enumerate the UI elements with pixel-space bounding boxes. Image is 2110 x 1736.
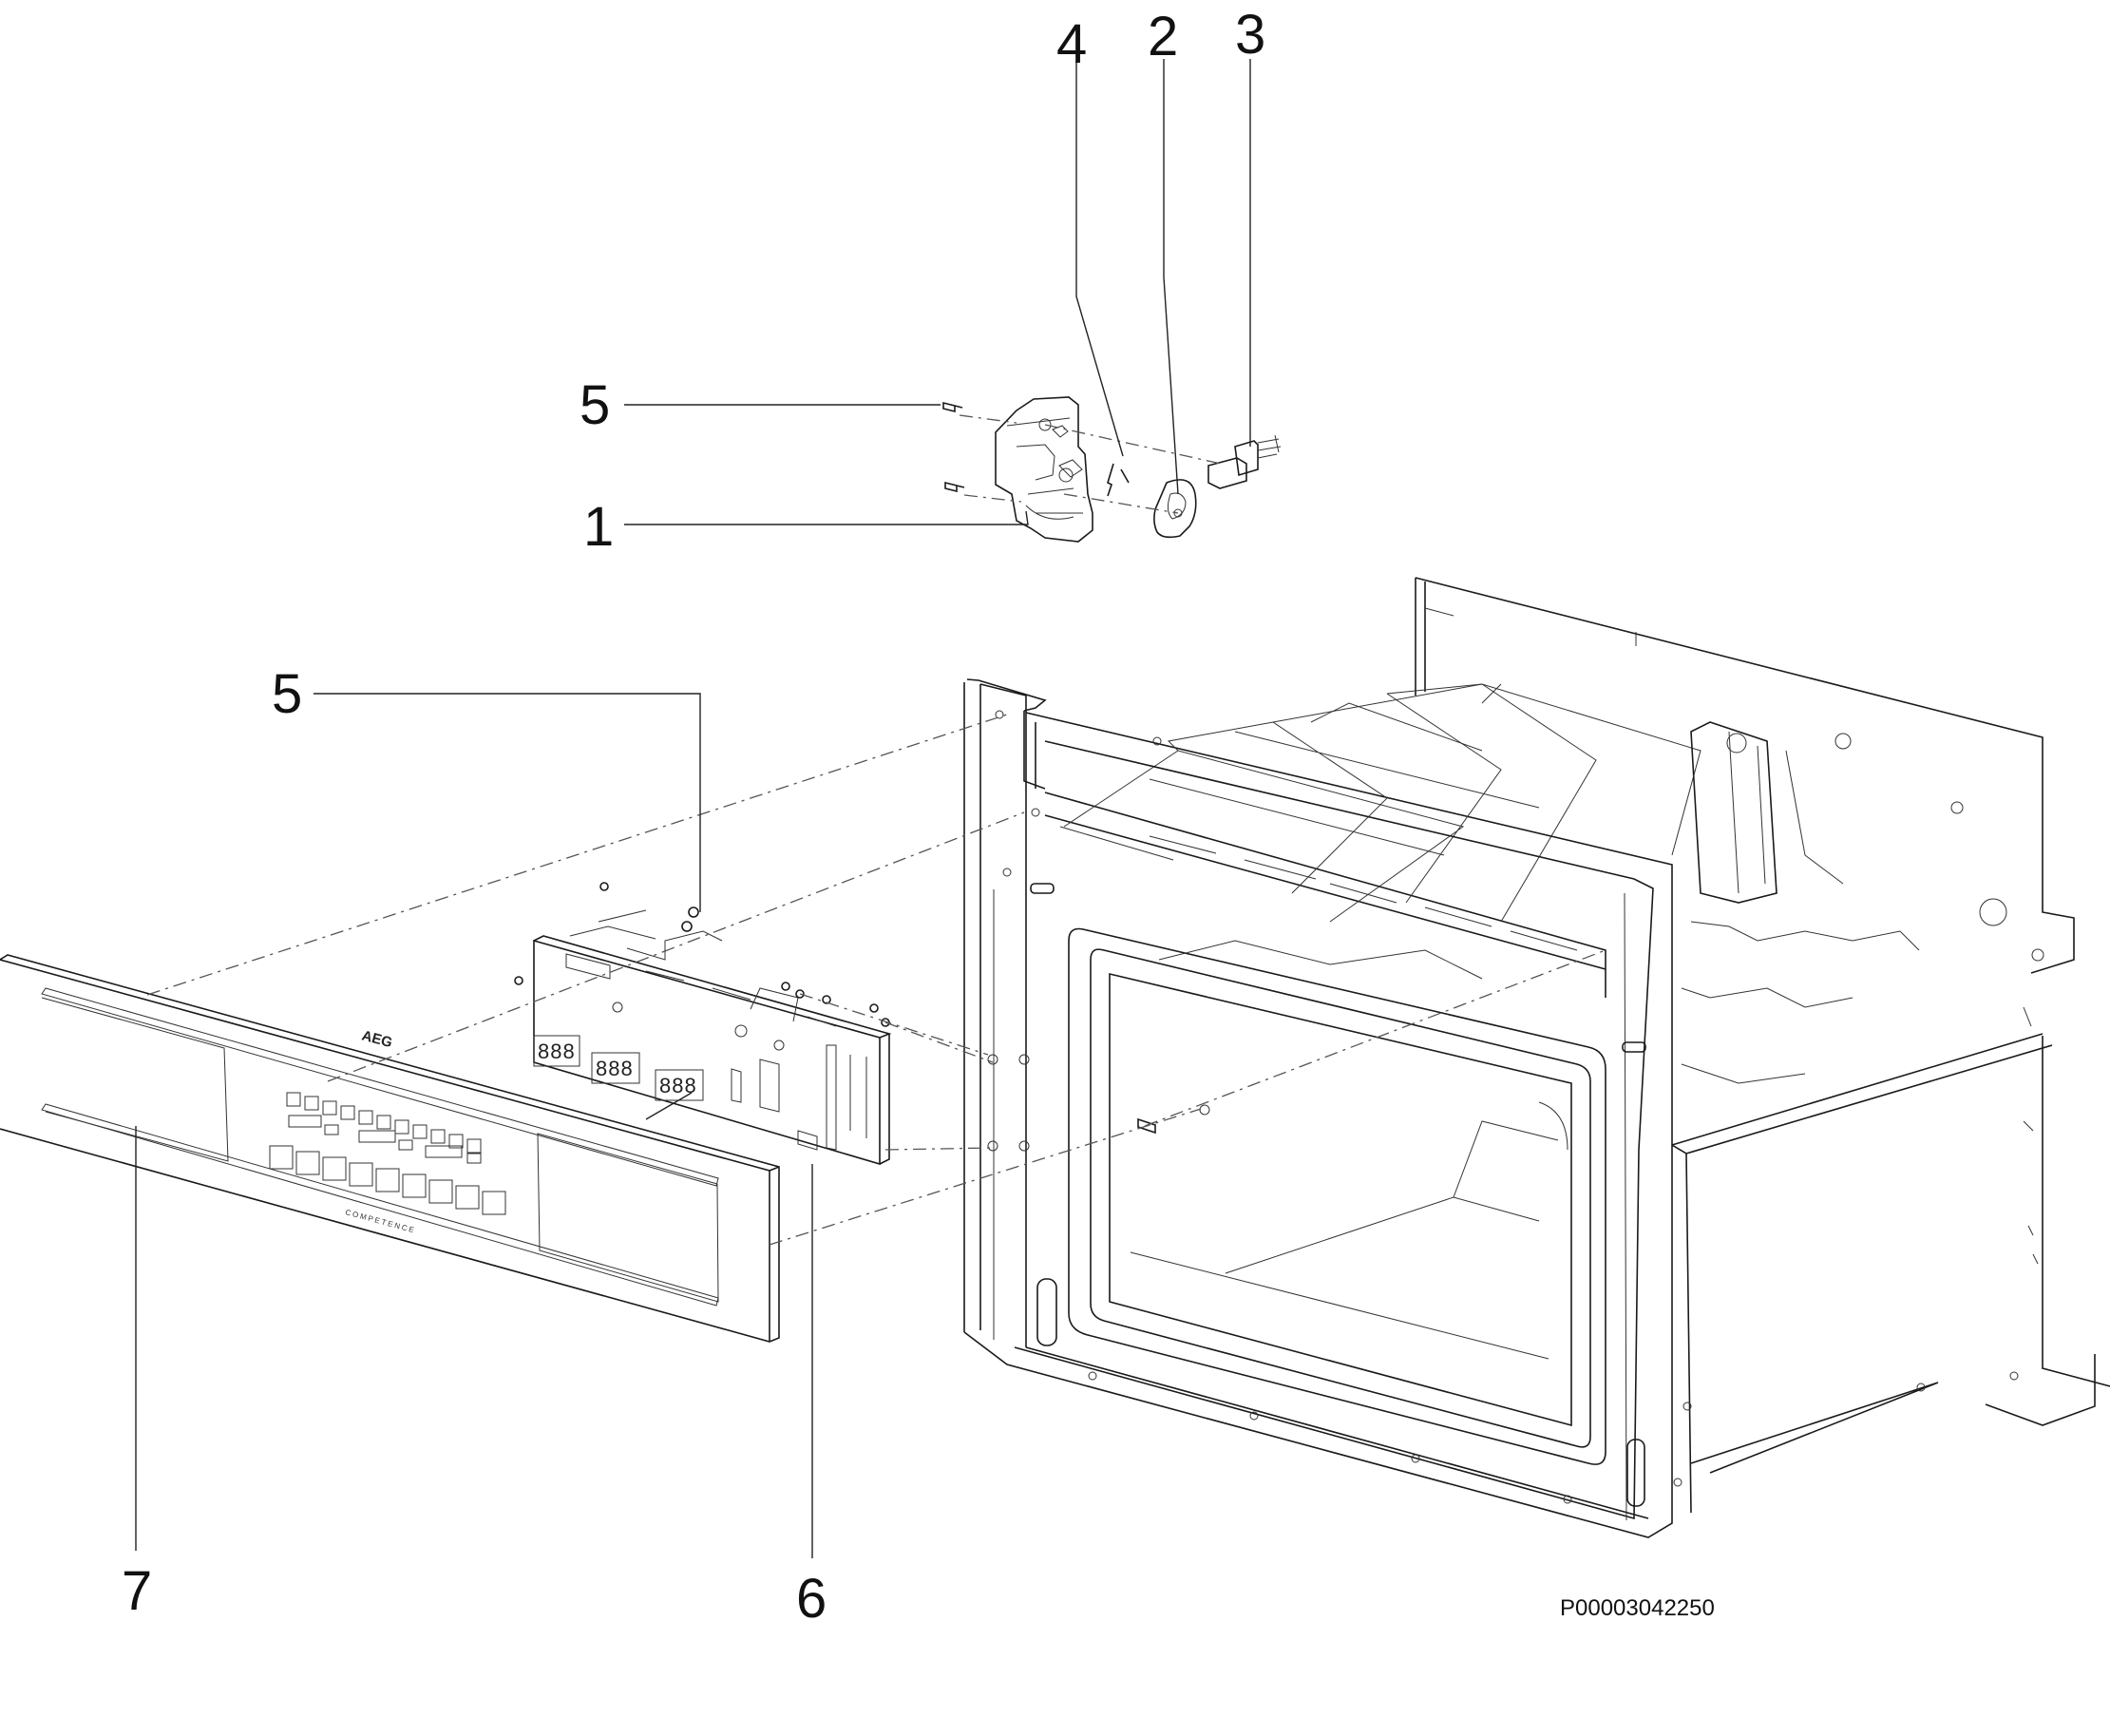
panel-buttons <box>269 1092 506 1215</box>
display-module: 888 <box>591 1052 640 1084</box>
lock-cam <box>1153 479 1197 539</box>
control-panel-fascia: AEG COMPETENCE <box>0 954 780 1343</box>
display-digits: 888 <box>596 1057 634 1080</box>
assembly-lines-main <box>146 714 1606 1246</box>
lock-housing <box>995 396 1093 543</box>
lock-spring <box>1107 463 1130 497</box>
callout-5-lower: 5 <box>272 663 302 725</box>
callout-6: 6 <box>796 1568 827 1630</box>
panel-series-label: COMPETENCE <box>344 1208 416 1234</box>
display-module: 888 <box>655 1069 704 1101</box>
board-screws <box>514 882 890 1027</box>
drawing-code: P00003042250 <box>1560 1595 1715 1621</box>
leader-lines-top <box>624 59 1251 525</box>
display-digits: 888 <box>659 1074 697 1097</box>
lock-microswitch <box>1207 434 1282 489</box>
door-lock-assembly <box>942 396 1282 543</box>
leader-lines-bottom <box>135 693 813 1558</box>
lock-screw <box>942 401 963 413</box>
callout-7: 7 <box>122 1560 152 1622</box>
assembly-line <box>959 414 1222 514</box>
callout-5-upper: 5 <box>580 374 610 436</box>
control-board: 888 888 888 <box>533 909 892 1166</box>
callout-4: 4 <box>1056 13 1087 75</box>
display-module: 888 <box>533 1035 580 1067</box>
chassis-bolts <box>987 710 2019 1504</box>
callout-1: 1 <box>583 496 614 558</box>
callout-3: 3 <box>1235 4 1265 66</box>
oven-chassis <box>963 577 2110 1538</box>
callout-2: 2 <box>1148 6 1178 67</box>
lock-screw <box>944 481 965 493</box>
display-digits: 888 <box>538 1040 576 1063</box>
panel-brand-logo: AEG <box>360 1027 394 1051</box>
